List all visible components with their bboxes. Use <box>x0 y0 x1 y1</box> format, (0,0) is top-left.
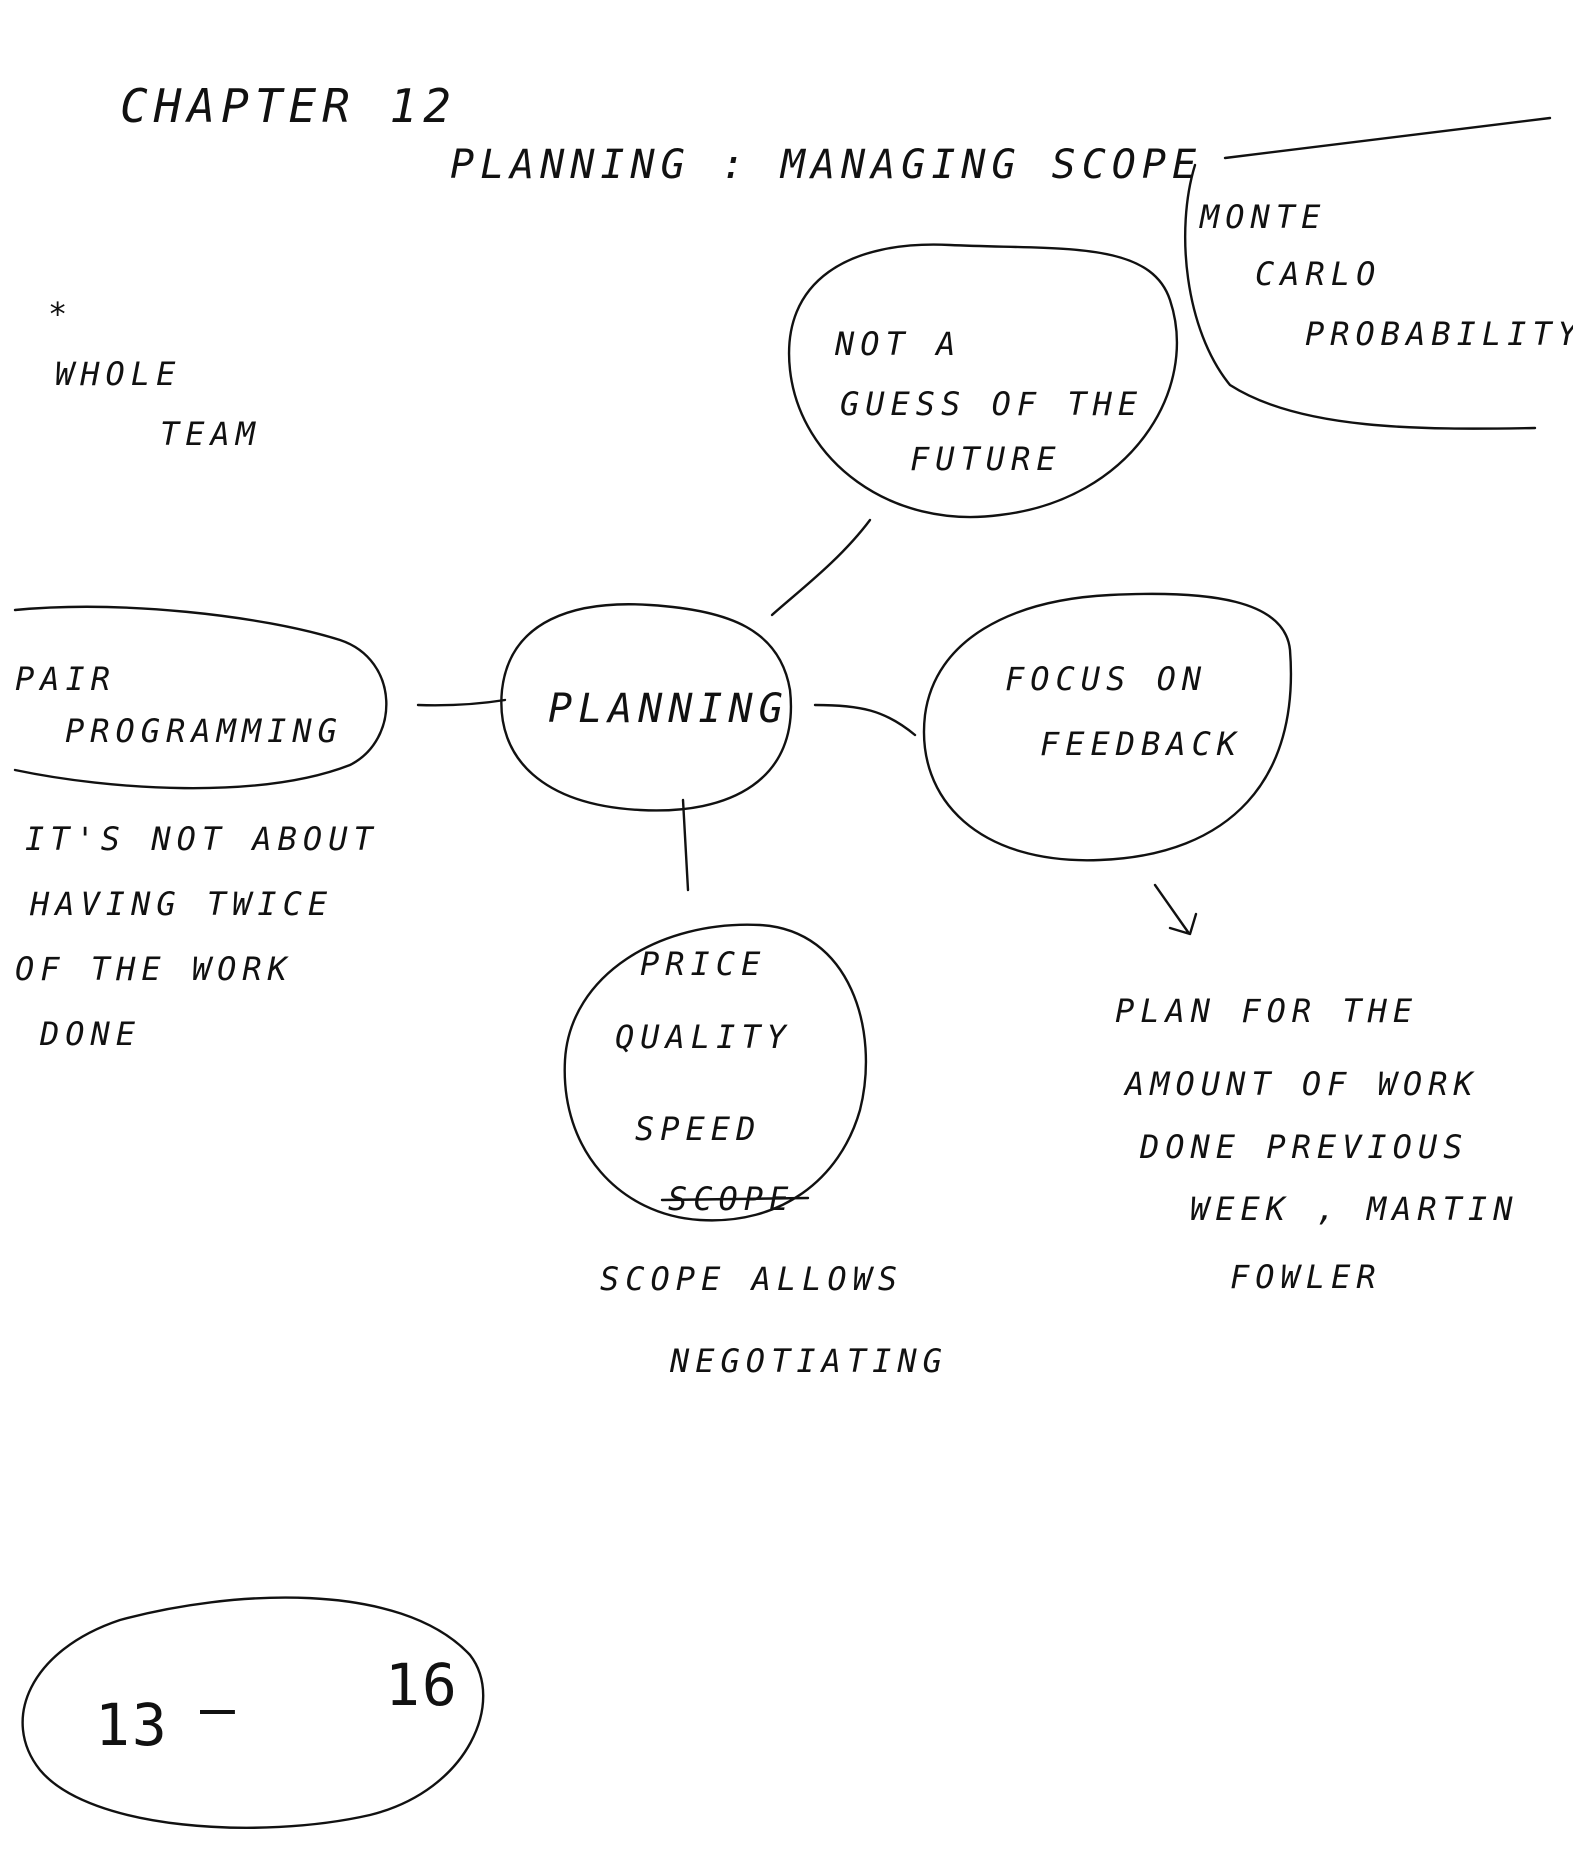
guess-line-3: FUTURE <box>910 440 1062 478</box>
page-range-dash: — <box>200 1674 237 1742</box>
triangle-line-3: SPEED <box>635 1110 761 1148</box>
feedback-bubble <box>922 592 1293 862</box>
side-note-line-2: TEAM <box>160 415 261 453</box>
feedback-note-line-2: AMOUNT OF WORK <box>1123 1065 1479 1103</box>
triangle-line-1: PRICE <box>640 945 766 983</box>
feedback-note-line-4: WEEK , MARTIN <box>1190 1190 1518 1228</box>
scope-note-line-1: SCOPE ALLOWS <box>600 1260 903 1298</box>
page-range-end: 16 <box>385 1651 459 1719</box>
pair-note-line-1: IT'S NOT ABOUT <box>25 820 379 858</box>
page-range-bubble <box>21 1596 485 1829</box>
feedback-note-line-5: FOWLER <box>1230 1258 1382 1296</box>
connector-to-pair <box>416 698 507 707</box>
guess-line-2: GUESS OF THE <box>840 385 1143 423</box>
pair-note-line-2: HAVING TWICE <box>29 885 333 923</box>
triangle-bubble <box>563 923 868 1222</box>
guess-line-1: NOT A <box>834 325 961 363</box>
monte-carlo-bracket <box>1183 116 1552 430</box>
triangle-line-2: QUALITY <box>615 1018 792 1056</box>
planning-bubble <box>500 603 793 812</box>
pair-bubble <box>13 605 388 790</box>
connector-to-guess <box>770 518 872 617</box>
feedback-note-line-3: DONE PREVIOUS <box>1139 1128 1468 1166</box>
pair-note-line-3: OF THE WORK <box>15 950 293 988</box>
monte-carlo-line-1: MONTE <box>1199 198 1326 236</box>
feedback-line-1: FOCUS ON <box>1005 660 1207 698</box>
connector-to-feedback <box>813 703 917 737</box>
pair-note-line-4: DONE <box>39 1015 141 1053</box>
monte-carlo-line-2: CARLO <box>1255 255 1381 293</box>
monte-carlo-line-3: PROBABILITY <box>1305 315 1573 353</box>
planning-label: PLANNING <box>548 686 789 732</box>
triangle-strikethrough <box>660 1196 810 1202</box>
chapter-title: CHAPTER 12 <box>120 79 457 133</box>
scope-note-line-2: NEGOTIATING <box>669 1342 948 1380</box>
pair-line-2: PROGRAMMING <box>65 712 343 750</box>
feedback-note-line-1: PLAN FOR THE <box>1115 992 1418 1030</box>
side-note-bullet: * <box>48 295 73 333</box>
connector-to-triangle <box>681 798 690 892</box>
feedback-line-2: FEEDBACK <box>1040 725 1242 763</box>
chapter-subtitle: PLANNING : MANAGING SCOPE <box>450 142 1202 188</box>
page-range-start: 13 <box>95 1691 169 1759</box>
feedback-arrow <box>1153 883 1198 936</box>
side-note-line-1: WHOLE <box>55 355 181 393</box>
guess-bubble <box>787 243 1179 519</box>
pair-line-1: PAIR <box>15 660 116 698</box>
